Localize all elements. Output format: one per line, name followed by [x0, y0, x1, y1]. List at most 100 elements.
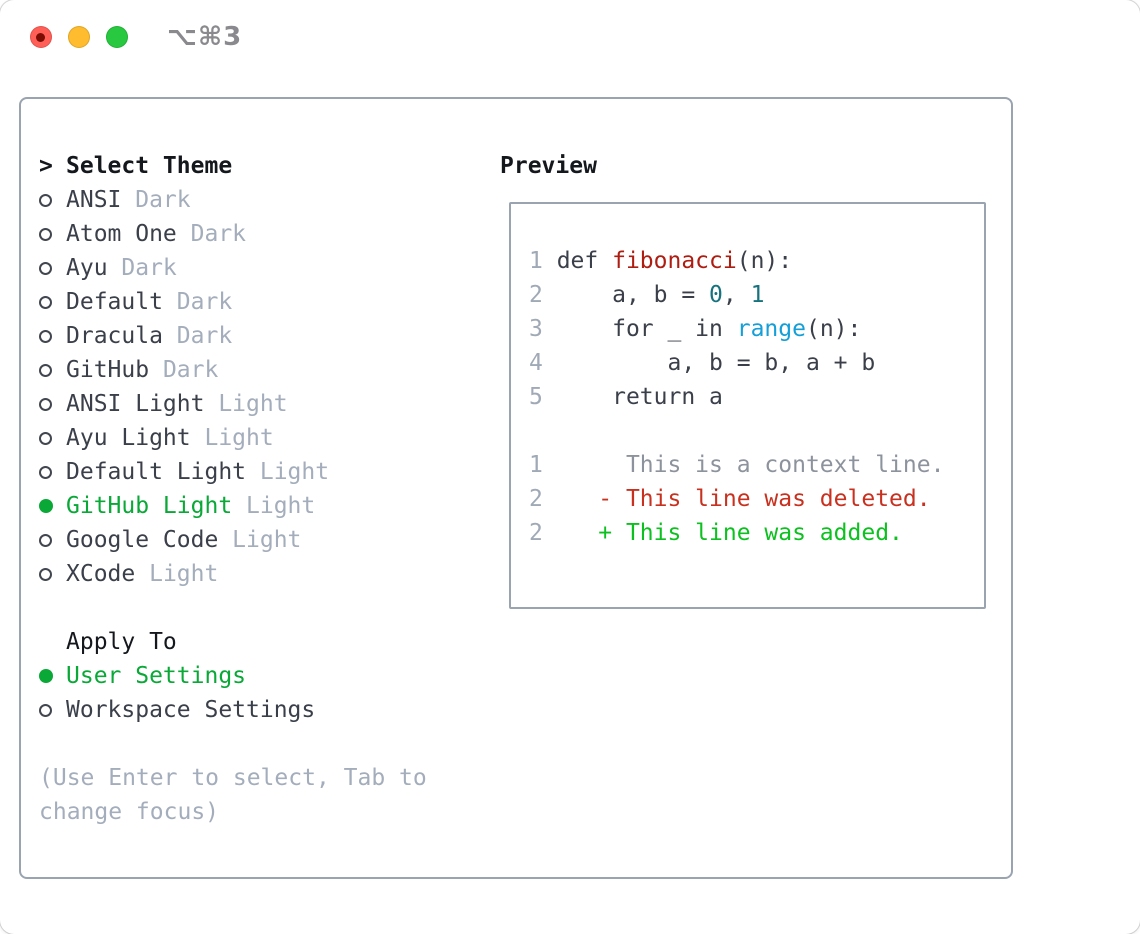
apply-to-label: Apply To [66, 629, 177, 655]
code-line: 4 a, b = b, a + b [529, 346, 944, 380]
theme-option-label: XCode [66, 561, 136, 587]
help-text-line-1: (Use Enter to select, Tab to [39, 765, 427, 791]
code-token: - This line was deleted. [556, 486, 931, 512]
theme-option-atom-one[interactable]: Atom One Dark [39, 217, 427, 251]
spacer [39, 591, 427, 625]
apply-option-label: User Settings [66, 663, 247, 689]
theme-option-label: Default Light [66, 459, 247, 485]
code-token: return a [556, 384, 723, 410]
theme-variant-tag: Dark [135, 187, 191, 213]
theme-option-label: Atom One [66, 221, 177, 247]
theme-option-google-code[interactable]: Google Code Light [39, 523, 427, 557]
line-number: 3 [529, 316, 557, 342]
radio-icon [39, 295, 52, 309]
code-line: 2 a, b = 0, 1 [529, 278, 944, 312]
theme-option-label: Default [66, 289, 163, 315]
code-token: a, b = [556, 282, 710, 308]
theme-option-label: GitHub [66, 357, 150, 383]
radio-icon [39, 227, 52, 241]
radio-icon [39, 193, 52, 207]
prompt-caret-icon: > [39, 153, 53, 179]
line-number: 5 [529, 384, 557, 410]
theme-option-label: Dracula [66, 323, 163, 349]
radio-selected-icon [39, 669, 53, 683]
line-number [529, 418, 543, 444]
code-token: fibonacci [612, 248, 737, 274]
line-number: 2 [529, 282, 557, 308]
code-token: (n): [736, 248, 793, 274]
minimize-button[interactable] [68, 26, 90, 48]
theme-option-label: GitHub Light [66, 493, 233, 519]
theme-variant-tag: Dark [176, 289, 233, 315]
radio-icon [39, 567, 52, 581]
theme-option-github[interactable]: GitHub Dark [39, 353, 427, 387]
apply-to-header: Apply To [39, 625, 427, 659]
radio-selected-icon [39, 499, 53, 513]
theme-option-default[interactable]: Default Dark [39, 285, 427, 319]
code-token: for _ in [556, 316, 737, 342]
code-line: 1 def fibonacci(n): [529, 244, 944, 278]
close-button[interactable] [30, 26, 52, 48]
radio-icon [39, 703, 52, 717]
code-token: , [722, 282, 751, 308]
line-number: 2 [529, 520, 557, 546]
theme-variant-tag: Dark [121, 255, 177, 281]
theme-option-github-light[interactable]: GitHub Light Light [39, 489, 427, 523]
radio-icon [39, 465, 52, 479]
code-token: + This line was added. [556, 520, 903, 546]
code-line: 3 for _ in range(n): [529, 312, 944, 346]
theme-variant-tag: Light [218, 391, 288, 417]
code-token: range [736, 316, 806, 342]
theme-option-label: ANSI [66, 187, 122, 213]
code-line [529, 414, 944, 448]
theme-variant-tag: Light [204, 425, 274, 451]
line-number: 4 [529, 350, 557, 376]
code-token: a, b = b, a + b [556, 350, 876, 376]
code-line: 2 - This line was deleted. [529, 482, 944, 516]
theme-option-label: Google Code [66, 527, 219, 553]
preview-title: Preview [500, 153, 597, 179]
theme-option-ayu-light[interactable]: Ayu Light Light [39, 421, 427, 455]
theme-option-label: Ayu Light [66, 425, 191, 451]
apply-option-workspace-settings[interactable]: Workspace Settings [39, 693, 427, 727]
theme-variant-tag: Dark [190, 221, 247, 247]
theme-variant-tag: Dark [162, 357, 219, 383]
theme-option-default-light[interactable]: Default Light Light [39, 455, 427, 489]
theme-option-dracula[interactable]: Dracula Dark [39, 319, 427, 353]
radio-icon [39, 397, 52, 411]
select-theme-label: Select Theme [66, 153, 233, 179]
theme-option-ansi-light[interactable]: ANSI Light Light [39, 387, 427, 421]
code-line: 1 This is a context line. [529, 448, 944, 482]
code-line: 2 + This line was added. [529, 516, 944, 550]
theme-option-ansi[interactable]: ANSI Dark [39, 183, 427, 217]
line-number: 1 [529, 452, 557, 478]
radio-icon [39, 431, 52, 445]
code-token: (n): [805, 316, 862, 342]
apply-option-user-settings[interactable]: User Settings [39, 659, 427, 693]
theme-option-label: ANSI Light [66, 391, 205, 417]
select-theme-header: > Select Theme [39, 149, 427, 183]
line-number: 1 [529, 248, 557, 274]
theme-variant-tag: Light [232, 527, 302, 553]
help-text-line-2: change focus) [39, 799, 220, 825]
code-token: 1 [750, 282, 765, 308]
theme-variant-tag: Dark [176, 323, 233, 349]
zoom-button[interactable] [106, 26, 128, 48]
theme-variant-tag: Light [246, 493, 316, 519]
radio-icon [39, 363, 52, 377]
code-token: This is a context line. [556, 452, 945, 478]
code-line: 5 return a [529, 380, 944, 414]
code-token: 0 [709, 282, 723, 308]
theme-variant-tag: Light [259, 459, 330, 485]
radio-icon [39, 329, 52, 343]
code-token: def [556, 248, 613, 274]
